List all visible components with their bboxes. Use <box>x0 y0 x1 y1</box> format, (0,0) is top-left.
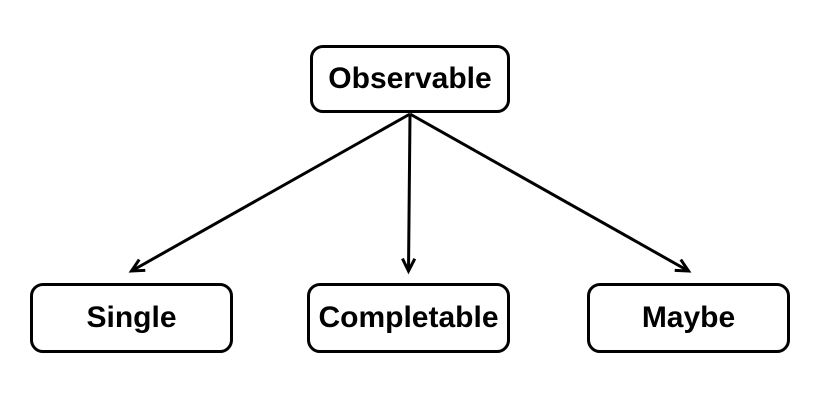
node-single-label: Single <box>86 301 177 334</box>
node-completable-label: Completable <box>318 301 499 334</box>
arrow-observable-to-maybe <box>409 112 689 271</box>
node-observable: Observable <box>310 45 510 113</box>
node-single: Single <box>30 283 233 353</box>
node-maybe: Maybe <box>587 283 790 353</box>
node-maybe-label: Maybe <box>641 301 736 334</box>
arrow-observable-to-completable <box>409 113 411 271</box>
arrow-observable-to-single <box>132 112 411 271</box>
node-completable: Completable <box>307 283 510 353</box>
node-observable-label: Observable <box>328 62 492 95</box>
